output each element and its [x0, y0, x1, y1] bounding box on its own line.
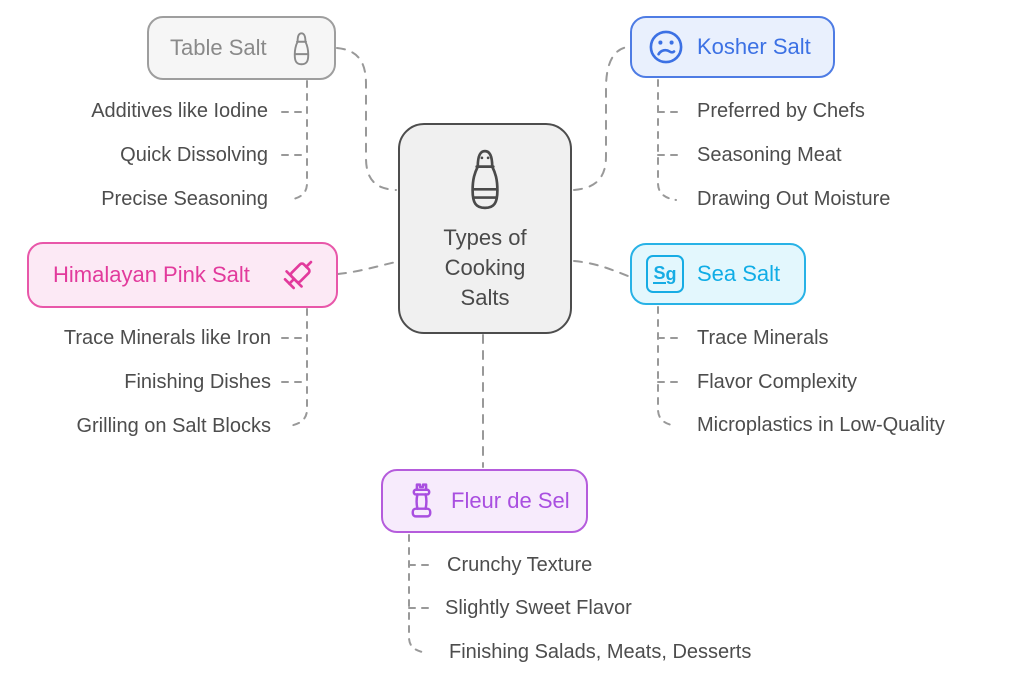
leaf-additives-like-iodine[interactable]: Additives like Iodine: [91, 100, 268, 122]
salt-shaker-icon: [471, 149, 499, 210]
center-node-types-of-cooking-salts[interactable]: Types of Cooking Salts: [398, 123, 572, 334]
salt-mill-icon: [411, 482, 432, 518]
leaf-flavor-complexity[interactable]: Flavor Complexity: [697, 371, 858, 393]
branch-node-label: Table Salt: [170, 35, 267, 60]
leaf-drawing-out-moisture[interactable]: Drawing Out Moisture: [697, 188, 891, 210]
leaf-grilling-on-salt-blocks[interactable]: Grilling on Salt Blocks: [76, 415, 271, 437]
branch-node-label: Fleur de Sel: [451, 488, 570, 513]
branch-node-kosher-salt[interactable]: Kosher Salt: [630, 16, 835, 78]
leaf-trace-minerals[interactable]: Trace Minerals: [697, 327, 829, 349]
leaf-trace-minerals-like-iron[interactable]: Trace Minerals like Iron: [63, 327, 271, 349]
syringe-icon: [283, 260, 313, 290]
branch-node-label: Kosher Salt: [697, 34, 811, 59]
branch-node-label: Sea Salt: [697, 261, 781, 286]
leaf-seasoning-meat[interactable]: Seasoning Meat: [697, 144, 842, 166]
leaf-quick-dissolving[interactable]: Quick Dissolving: [120, 144, 268, 166]
center-node-label: Types of Cooking Salts: [443, 225, 527, 310]
leaf-crunchy-texture[interactable]: Crunchy Texture: [447, 554, 593, 576]
element-symbol-sub: g: [665, 264, 677, 284]
salt-shaker-icon: [293, 31, 310, 65]
element-symbol-main: S: [653, 263, 666, 284]
leaf-finishing-salads-meats-desserts[interactable]: Finishing Salads, Meats, Desserts: [449, 641, 752, 663]
leaf-preferred-by-chefs[interactable]: Preferred by Chefs: [697, 100, 865, 122]
branch-node-label: Himalayan Pink Salt: [53, 262, 250, 287]
branch-node-fleur-de-sel[interactable]: Fleur de Sel: [381, 469, 588, 533]
branch-node-table-salt[interactable]: Table Salt: [147, 16, 336, 80]
branch-node-himalayan-pink-salt[interactable]: Himalayan Pink Salt: [27, 242, 338, 308]
leaf-finishing-dishes[interactable]: Finishing Dishes: [124, 371, 271, 393]
leaf-slightly-sweet-flavor[interactable]: Slightly Sweet Flavor: [445, 597, 632, 619]
leaf-precise-seasoning[interactable]: Precise Seasoning: [101, 188, 268, 210]
leaf-microplastics-in-low-quality[interactable]: Microplastics in Low-Quality: [697, 414, 945, 436]
frowning-face-icon: [649, 30, 683, 64]
